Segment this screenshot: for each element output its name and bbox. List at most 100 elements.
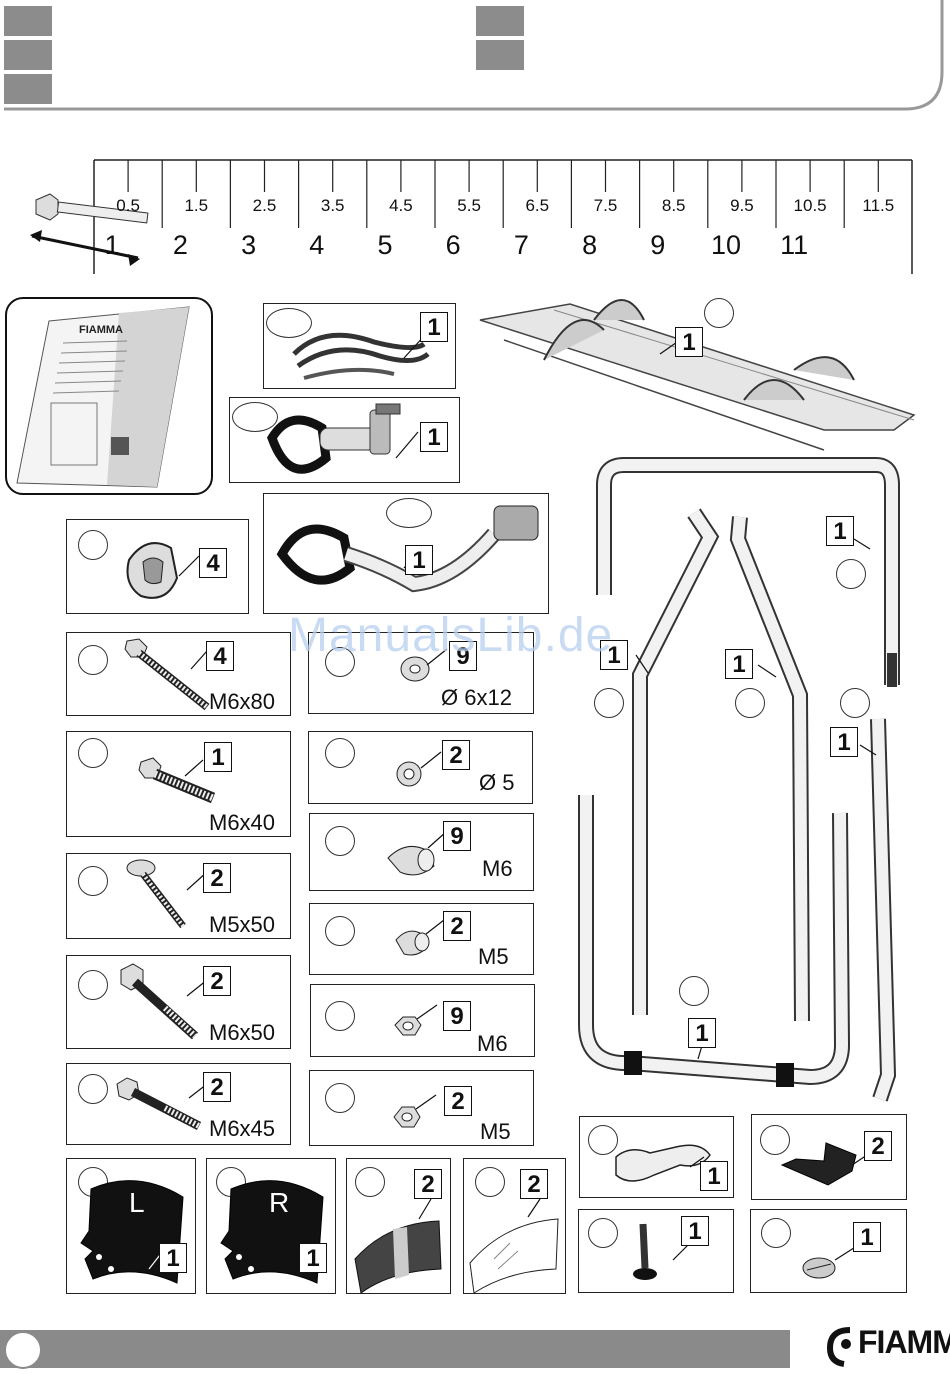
page-number-circle <box>4 1331 42 1369</box>
quantity-badge: 2 <box>444 1086 472 1116</box>
quantity-badge: 1 <box>675 327 703 357</box>
ruler-half-label: 9.5 <box>722 196 762 216</box>
ruler-whole-label: 10 <box>706 230 746 261</box>
part-ref-circle <box>594 688 624 718</box>
size-label: Ø 6x12 <box>441 685 512 711</box>
booklet-illustration: FIAMMA <box>7 299 215 497</box>
quantity-badge: 1 <box>700 1161 728 1191</box>
ruler-half-label: 5.5 <box>449 196 489 216</box>
svg-text:FIAMMA: FIAMMA <box>79 324 123 336</box>
plate-right-icon <box>207 1159 337 1295</box>
plate-letter: L <box>129 1187 145 1219</box>
instruction-booklet: FIAMMA <box>5 297 213 495</box>
part-ref-circle <box>735 688 765 718</box>
plate-letter: R <box>269 1187 289 1219</box>
part-cap-nut-m6: 9 M6 <box>309 813 534 891</box>
part-cap-disc: 1 <box>750 1209 907 1293</box>
quantity-badge: 2 <box>203 966 231 996</box>
ruler-half-label: 8.5 <box>654 196 694 216</box>
ruler-whole-label: 2 <box>160 230 200 261</box>
part-plate-right: R 1 <box>206 1158 336 1294</box>
size-label: M6 <box>477 1031 508 1057</box>
part-foot: 1 <box>578 1209 734 1293</box>
brand-logo-mark <box>822 1324 858 1366</box>
part-bracket: 2 <box>751 1114 907 1200</box>
part-cap-nut-m5: 2 M5 <box>309 903 534 975</box>
quantity-badge: 4 <box>199 548 227 578</box>
part-ref-circle <box>679 976 709 1006</box>
size-label: M5 <box>478 944 509 970</box>
part-nut-m5: 2 M5 <box>309 1070 534 1146</box>
part-pad: 2 <box>346 1158 451 1294</box>
quantity-badge: 9 <box>443 1001 471 1031</box>
film-icon <box>464 1159 567 1295</box>
ruler-whole-label: 1 <box>92 230 132 261</box>
ruler-whole-label: 8 <box>570 230 610 261</box>
plate-left-icon <box>67 1159 197 1295</box>
quantity-badge: 1 <box>688 1018 716 1048</box>
part-frame-tubes: 1 1 1 1 1 <box>570 455 945 1105</box>
header-frame <box>0 0 950 120</box>
size-label: M5x50 <box>209 912 275 938</box>
quantity-badge: 2 <box>442 740 470 770</box>
ruler-half-label: 0.5 <box>108 196 148 216</box>
quantity-badge: 1 <box>299 1243 327 1273</box>
size-label: M6x45 <box>209 1116 275 1142</box>
size-label: M6x50 <box>209 1020 275 1046</box>
ruler-half-label: 10.5 <box>790 196 830 216</box>
part-film: 2 <box>463 1158 566 1294</box>
ruler-half-label: 7.5 <box>586 196 626 216</box>
frame-tubes-icon <box>570 455 945 1105</box>
quantity-badge: 2 <box>443 911 471 941</box>
quantity-badge: 1 <box>420 312 448 342</box>
quantity-badge: 1 <box>853 1222 881 1252</box>
size-label: M5 <box>480 1119 511 1145</box>
ruler-whole-label: 4 <box>297 230 337 261</box>
quantity-badge: 2 <box>414 1169 442 1199</box>
ruler-half-label: 2.5 <box>245 196 285 216</box>
part-clamp-arm-short: 1 <box>229 397 460 483</box>
ruler-half-label: 3.5 <box>313 196 353 216</box>
size-label: M6x40 <box>209 810 275 836</box>
ruler-half-label: 1.5 <box>176 196 216 216</box>
part-ref-circle <box>836 559 866 589</box>
ruler-whole-label: 7 <box>501 230 541 261</box>
part-holder-clip: 1 <box>579 1116 734 1198</box>
footer-bar <box>0 1330 790 1368</box>
part-washer-5: 2 Ø 5 <box>308 731 533 804</box>
part-bolt-m5x50: 2 M5x50 <box>66 853 291 939</box>
quantity-badge: 4 <box>206 641 234 671</box>
ruler-half-label: 4.5 <box>381 196 421 216</box>
part-ref-circle <box>840 688 870 718</box>
part-nut-m6: 9 M6 <box>310 984 535 1057</box>
quantity-badge: 9 <box>443 821 471 851</box>
part-bolt-m6x45: 2 M6x45 <box>66 1063 291 1145</box>
ruler-whole-label: 6 <box>433 230 473 261</box>
ruler-whole-label: 5 <box>365 230 405 261</box>
part-plate-left: L 1 <box>66 1158 196 1294</box>
quantity-badge: 2 <box>864 1131 892 1161</box>
ruler-whole-label: 11 <box>774 230 814 261</box>
ruler-whole-label: 3 <box>229 230 269 261</box>
quantity-badge: 1 <box>420 422 448 452</box>
ruler-whole-label: 9 <box>638 230 678 261</box>
part-end-cap: 4 <box>66 519 249 614</box>
quantity-badge: 1 <box>405 545 433 575</box>
part-clamp-arm-long: 1 <box>263 493 549 614</box>
ruler-half-label: 11.5 <box>858 196 898 216</box>
quantity-badge: 1 <box>725 649 753 679</box>
quantity-badge: 2 <box>203 863 231 893</box>
quantity-badge: 1 <box>830 727 858 757</box>
brand-name: FIAMMA <box>858 1324 950 1361</box>
foot-icon <box>579 1210 735 1294</box>
part-bolt-m6x50: 2 M6x50 <box>66 955 291 1049</box>
quantity-badge: 1 <box>159 1243 187 1273</box>
size-label: M6x80 <box>209 689 275 715</box>
quantity-badge: 1 <box>681 1216 709 1246</box>
watermark: ManualsLib.de <box>288 608 613 663</box>
cap-disc-icon <box>751 1210 908 1294</box>
part-bolt-m6x40: 1 M6x40 <box>66 731 291 837</box>
quantity-badge: 1 <box>204 742 232 772</box>
size-label: Ø 5 <box>479 770 514 796</box>
